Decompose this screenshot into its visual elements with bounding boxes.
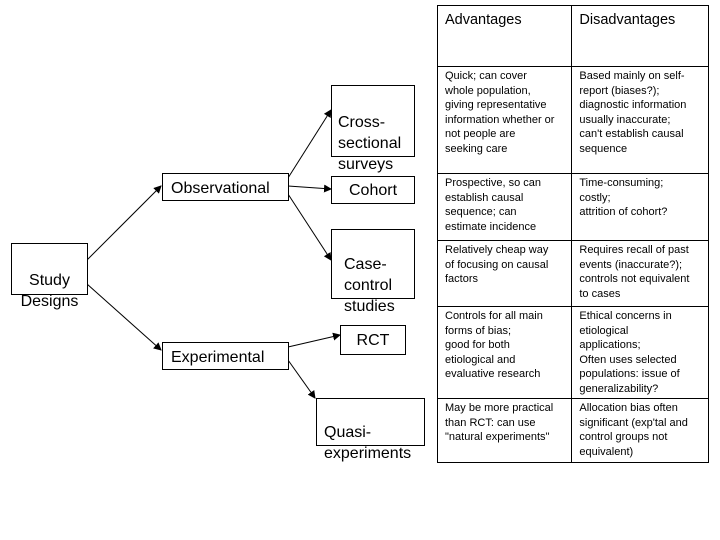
case-control-label: Case- control studies — [344, 256, 395, 315]
arrow-observational-to-case-control — [287, 193, 332, 261]
table-row-cross-sectional: Quick; can cover whole population, givin… — [436, 66, 709, 174]
cross-sectional-box: Cross- sectional surveys — [331, 85, 415, 173]
cohort-label: Cohort — [348, 182, 398, 199]
cell-disadvantages: Requires recall of past events (inaccura… — [571, 240, 709, 307]
arrow-experimental-to-rct — [287, 332, 341, 348]
cell-advantages: May be more practical than RCT: can use … — [436, 398, 573, 463]
table-header-row: Advantages Disadvantages — [436, 5, 709, 67]
quasi-experiments-label: Quasi- experiments — [324, 424, 412, 462]
study-designs-box: Study Designs — [11, 243, 88, 310]
study-designs-label: Study Designs — [20, 272, 79, 310]
arrow-observational-to-cross-sectional — [287, 109, 332, 179]
arrow-study-to-observational — [86, 185, 162, 261]
rct-label: RCT — [356, 332, 390, 349]
arrow-observational-to-cohort — [287, 184, 332, 193]
table-row-rct: Controls for all main forms of bias; goo… — [436, 306, 709, 399]
quasi-experiments-box: Quasi- experiments — [316, 398, 425, 462]
cell-advantages: Controls for all main forms of bias; goo… — [436, 306, 573, 399]
rct-box: RCT — [340, 325, 406, 355]
header-disadvantages: Disadvantages — [571, 5, 709, 67]
experimental-label: Experimental — [171, 349, 265, 366]
case-control-box: Case- control studies — [331, 229, 415, 315]
arrow-experimental-to-quasi — [287, 359, 316, 399]
cell-advantages: Prospective, so can establish causal seq… — [436, 173, 573, 241]
experimental-box: Experimental — [162, 342, 289, 370]
table-row-cohort: Prospective, so can establish causal seq… — [436, 173, 709, 241]
table-row-case-control: Relatively cheap way of focusing on caus… — [436, 240, 709, 307]
comparison-table: Advantages Disadvantages Quick; can cove… — [436, 5, 709, 463]
header-advantages: Advantages — [436, 5, 573, 67]
table-row-quasi: May be more practical than RCT: can use … — [436, 398, 709, 463]
cell-disadvantages: Allocation bias often significant (exp't… — [571, 398, 709, 463]
cell-advantages: Relatively cheap way of focusing on caus… — [436, 240, 573, 307]
cell-disadvantages: Time-consuming; costly; attrition of coh… — [571, 173, 709, 241]
cross-sectional-label: Cross- sectional surveys — [338, 114, 402, 173]
cell-disadvantages: Based mainly on self- report (biases?); … — [571, 66, 709, 174]
observational-label: Observational — [171, 180, 270, 197]
cohort-box: Cohort — [331, 176, 415, 204]
cell-disadvantages: Ethical concerns in etiological applicat… — [571, 306, 709, 399]
cell-advantages: Quick; can cover whole population, givin… — [436, 66, 573, 174]
observational-box: Observational — [162, 173, 289, 201]
arrow-study-to-experimental — [86, 283, 162, 351]
